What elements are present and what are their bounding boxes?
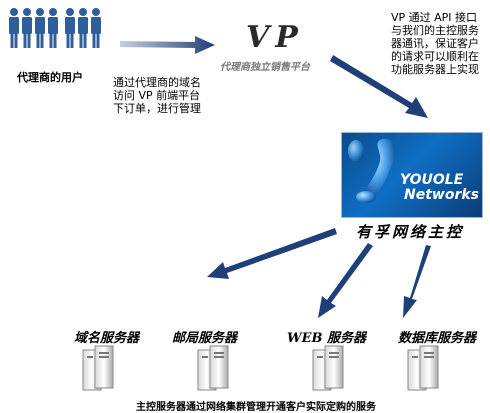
arrow-master-to-database — [403, 245, 431, 318]
footer-caption: 主控服务器通过网络集群管理开通客户实际定购的服务 — [136, 402, 376, 413]
note-left: 通过代理商的域名 访问 VP 前端平台 下订单，进行管理 — [113, 76, 201, 115]
vp-title: VP — [246, 20, 304, 55]
logo-line1: YOUOLE — [400, 172, 464, 188]
server-label-web: WEB 服务器 — [287, 331, 367, 346]
master-logo: YOUOLE Networks — [341, 132, 483, 218]
master-caption: 有孚网络主控 — [356, 223, 465, 241]
server-icon-mail — [197, 345, 229, 391]
users-icon — [9, 8, 101, 48]
server-label-mail: 邮局服务器 — [172, 331, 238, 346]
server-icon-web — [312, 345, 344, 391]
vp-subtitle: 代理商独立销售平台 — [220, 62, 310, 73]
server-icons — [82, 345, 439, 391]
arrow-users-to-vp — [120, 36, 215, 54]
server-label-domain: 域名服务器 — [74, 331, 140, 346]
logo-line2: Networks — [404, 187, 480, 203]
arrow-master-to-mail — [207, 228, 337, 279]
note-right: VP 通过 API 接口 与我们的主控服务 器通讯，保证客户 的请求可以顺利在 … — [391, 11, 479, 76]
arrow-vp-to-master — [330, 55, 428, 118]
users-group — [6, 8, 116, 64]
droplet-icon — [348, 138, 396, 203]
server-label-database: 数据库服务器 — [398, 331, 477, 346]
arrow-master-to-web — [318, 243, 373, 318]
users-label: 代理商的用户 — [17, 71, 83, 84]
server-icon-database — [407, 345, 439, 391]
server-icon-domain — [82, 345, 114, 391]
